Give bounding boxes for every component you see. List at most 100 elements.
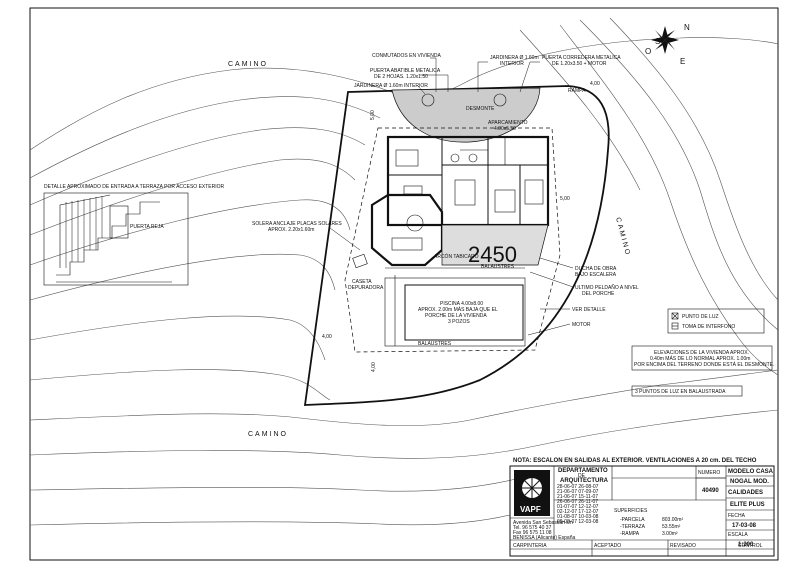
svg-text:PUNTO DE LUZ: PUNTO DE LUZ: [682, 314, 719, 320]
svg-text:01-08-07 10-03-08: 01-08-07 10-03-08: [557, 514, 599, 520]
compass-o: O: [645, 47, 651, 56]
svg-text:NUMERO: NUMERO: [698, 470, 720, 476]
title-block: VAPF DEPARTAMENTO DE ARQUITECTURA 28-06-…: [509, 465, 775, 557]
svg-text:53.55m²: 53.55m²: [662, 524, 681, 530]
svg-text:5,00: 5,00: [560, 196, 570, 202]
legend-box: PUNTO DE LUZ TOMA DE INTERFONO: [667, 308, 765, 334]
top-annotations: CONMUTADOS EN VIVIENDA JARDINERA Ø 1.60m…: [354, 53, 621, 132]
svg-text:VER DETALLE: VER DETALLE: [572, 307, 606, 313]
svg-text:02-12-07 17-12-07: 02-12-07 17-12-07: [557, 509, 599, 515]
svg-text:PISCINA 4.00x8.00: PISCINA 4.00x8.00: [440, 301, 483, 307]
svg-text:RAMPA: RAMPA: [568, 88, 586, 94]
svg-text:4,00: 4,00: [371, 362, 377, 372]
entrance-detail: DETALLE APROXIMADO DE ENTRADA A TERRAZA …: [43, 184, 225, 286]
svg-text:01-07-07 12-12-07: 01-07-07 12-12-07: [557, 504, 599, 510]
svg-text:40490: 40490: [702, 488, 719, 494]
svg-text:Fax 96 575 11 08: Fax 96 575 11 08: [513, 530, 552, 536]
svg-text:26-06-07 26-11-07: 26-06-07 26-11-07: [557, 499, 598, 505]
svg-text:ESCALA: ESCALA: [728, 532, 748, 538]
svg-text:CASETA: CASETA: [352, 279, 372, 285]
road-label-top: CAMINO: [228, 61, 268, 68]
svg-text:APROX. 2.00m MÁS BAJA QUE EL: APROX. 2.00m MÁS BAJA QUE EL: [418, 306, 498, 313]
svg-text:0.40m MÁS DE LO NORMAL APROX.: 0.40m MÁS DE LO NORMAL APROX. 1.00m: [650, 355, 750, 362]
sheet-border: [29, 7, 779, 561]
svg-text:Tel. 96 575 40 37: Tel. 96 575 40 37: [513, 525, 552, 531]
svg-text:3 POZOS: 3 POZOS: [448, 319, 470, 325]
light-point-icon: [671, 312, 679, 320]
svg-text:DEL PORCHE: DEL PORCHE: [582, 291, 615, 297]
svg-text:ELITE PLUS: ELITE PLUS: [730, 502, 765, 508]
lights-note: 3 PUNTOS DE LUZ EN BALAUSTRADA: [631, 385, 743, 397]
svg-text:SOLERA ANCLAJE PLACAS SOLARES: SOLERA ANCLAJE PLACAS SOLARES: [252, 221, 342, 227]
road-label-bottom: CAMINO: [248, 431, 288, 438]
svg-text:DE 1.20x3.50 + MOTOR: DE 1.20x3.50 + MOTOR: [552, 61, 607, 67]
svg-text:ARQUITECTURA: ARQUITECTURA: [560, 478, 609, 484]
svg-text:CONTROL: CONTROL: [738, 543, 763, 549]
svg-text:ELEVACIONES DE LA VIVIENDA APR: ELEVACIONES DE LA VIVIENDA APROX.: [654, 350, 749, 356]
porch-area: [441, 224, 549, 266]
svg-text:DE: DE: [578, 473, 586, 479]
svg-text:CALIDADES: CALIDADES: [728, 490, 763, 496]
svg-text:4,00: 4,00: [322, 334, 332, 340]
compass-n: N: [684, 23, 690, 32]
svg-text:DESMONTE: DESMONTE: [466, 106, 495, 112]
svg-text:PUERTA ABATIBLE METALICA: PUERTA ABATIBLE METALICA: [370, 68, 441, 74]
desmonte-area: [391, 87, 541, 143]
svg-text:NOGAL MOD.: NOGAL MOD.: [730, 479, 769, 485]
svg-text:3 PUNTOS DE LUZ EN BALAUSTRADA: 3 PUNTOS DE LUZ EN BALAUSTRADA: [635, 389, 726, 395]
svg-text:4.00x5.50: 4.00x5.50: [494, 126, 516, 132]
svg-text:MODELO CASA: MODELO CASA: [728, 469, 774, 475]
svg-text:CONMUTADOS EN VIVIENDA: CONMUTADOS EN VIVIENDA: [372, 53, 441, 59]
svg-text:APARCAMIENTO: APARCAMIENTO: [488, 120, 528, 126]
svg-text:28-06-07 26-08-07: 28-06-07 26-08-07: [557, 484, 599, 490]
svg-text:17-03-08: 17-03-08: [732, 523, 757, 529]
svg-text:APROX. 2.20x1.60m: APROX. 2.20x1.60m: [268, 227, 314, 233]
svg-text:SUPERFICIES: SUPERFICIES: [614, 508, 648, 514]
terrace-boundary: [344, 127, 561, 353]
svg-text:ULTIMO PELDAÑO A NIVEL: ULTIMO PELDAÑO A NIVEL: [575, 284, 639, 291]
svg-text:803.00m²: 803.00m²: [662, 517, 683, 523]
terrain-contours: [29, 17, 779, 526]
svg-text:3.00m²: 3.00m²: [662, 531, 678, 537]
svg-text:DEPARTAMENTO: DEPARTAMENTO: [558, 468, 608, 474]
svg-text:INTERIOR: INTERIOR: [500, 61, 524, 67]
svg-text:PUERTA CORREDERA METALICA: PUERTA CORREDERA METALICA: [542, 55, 621, 61]
svg-text:BALAUSTRES: BALAUSTRES: [418, 341, 452, 347]
svg-text:-PARCELA: -PARCELA: [620, 517, 645, 523]
plot-number: 2450: [468, 242, 517, 267]
svg-text:CARPINTERIA: CARPINTERIA: [513, 543, 547, 549]
svg-text:FECHA: FECHA: [728, 513, 746, 519]
svg-text:5,00: 5,00: [370, 110, 376, 120]
bottom-note: NOTA: ESCALON EN SALIDAS AL EXTERIOR. VE…: [513, 458, 757, 464]
svg-text:JARDINERA Ø 1.60m: JARDINERA Ø 1.60m: [490, 55, 539, 61]
svg-text:PUERTA REJA: PUERTA REJA: [130, 224, 164, 230]
svg-text:BAJO ESCALERA: BAJO ESCALERA: [575, 272, 617, 278]
side-annotations: SOLERA ANCLAJE PLACAS SOLARES APROX. 2.2…: [252, 81, 639, 372]
svg-text:BALAUSTRES: BALAUSTRES: [481, 264, 515, 270]
svg-text:DEPURADORA: DEPURADORA: [348, 285, 384, 291]
elevation-note: ELEVACIONES DE LA VIVIENDA APROX. 0.40m …: [631, 345, 774, 371]
svg-text:21-06-07 15-11-07: 21-06-07 15-11-07: [557, 494, 598, 500]
svg-text:JARDINERA Ø 1.60m INTERIOR: JARDINERA Ø 1.60m INTERIOR: [354, 83, 428, 89]
svg-text:-TERRAZA: -TERRAZA: [620, 524, 646, 530]
svg-text:MOTOR: MOTOR: [572, 322, 591, 328]
svg-text:ACEPTADO: ACEPTADO: [594, 543, 621, 549]
svg-text:REVISADO: REVISADO: [670, 543, 696, 549]
svg-text:PORCHE DE LA VIVIENDA: PORCHE DE LA VIVIENDA: [425, 313, 487, 319]
svg-text:09-08-07 12-03-08: 09-08-07 12-03-08: [557, 519, 599, 525]
svg-text:POR ENCIMA DEL TERRENO DONDE E: POR ENCIMA DEL TERRENO DONDE ESTÁ EL DES…: [634, 361, 774, 368]
svg-text:DUCHA DE OBRA: DUCHA DE OBRA: [575, 266, 617, 272]
svg-text:ARCÓN TABICADO: ARCÓN TABICADO: [434, 253, 479, 260]
compass-e: E: [680, 57, 685, 66]
svg-text:BENISSA (Alicante) España: BENISSA (Alicante) España: [513, 535, 575, 541]
plot-boundary: [303, 85, 610, 406]
svg-text:VAPF: VAPF: [520, 505, 541, 514]
compass-rose: [651, 26, 679, 54]
svg-text:DE 2 HOJAS. 1.20x1.50: DE 2 HOJAS. 1.20x1.50: [374, 74, 428, 80]
svg-text:1:200: 1:200: [738, 542, 754, 548]
svg-text:21-06-07 07-09-07: 21-06-07 07-09-07: [557, 489, 599, 495]
swimming-pool: [404, 284, 524, 341]
svg-text:DETALLE APROXIMADO DE ENTRADA: DETALLE APROXIMADO DE ENTRADA A TERRAZA …: [44, 184, 225, 190]
svg-text:Avenida San Sebastián s/n: Avenida San Sebastián s/n: [513, 520, 573, 526]
